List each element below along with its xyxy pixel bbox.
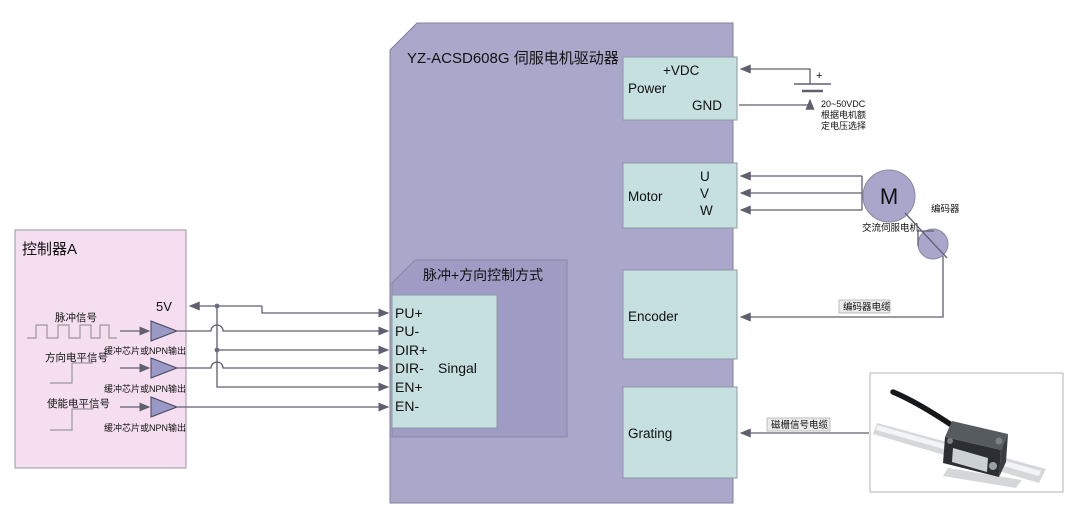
signal-pin-box xyxy=(391,294,498,429)
sensor-screw-right xyxy=(995,437,1003,445)
pin-pu-plus: PU+ xyxy=(395,305,423,321)
grating-port-box xyxy=(622,386,738,479)
controller-title: 控制器A xyxy=(22,241,77,258)
w-pin: W xyxy=(700,203,713,218)
pulse-signal-label: 脉冲信号 xyxy=(55,311,97,324)
sensor-head-top xyxy=(945,421,1008,450)
dir-minus-wire xyxy=(176,361,390,373)
motor-symbol: M xyxy=(880,184,898,209)
direction-signal-label: 方向电平信号 xyxy=(45,351,108,364)
pulse-waveform xyxy=(27,324,117,339)
controller-box xyxy=(14,229,187,469)
enable-signal-label: 使能电平信号 xyxy=(47,397,110,410)
motor-circle xyxy=(862,169,916,223)
sensor-label-patch xyxy=(952,448,988,472)
buffer1-note: 缓冲芯片或NPN输出 xyxy=(104,345,186,356)
power-port-box xyxy=(622,56,738,121)
buffer2-note: 缓冲芯片或NPN输出 xyxy=(104,383,186,394)
grating-cable-tag xyxy=(766,417,831,432)
motor-caption: 交流伺服电机 xyxy=(862,222,920,234)
encoder-cable-tag xyxy=(838,299,891,314)
supply-voltage: 20~50VDC xyxy=(821,99,866,109)
encoder-cable-wire xyxy=(739,256,944,322)
pu-minus-wire xyxy=(176,324,390,336)
buffer2-triangle-icon xyxy=(150,357,179,379)
driver-title: YZ-ACSD608G 伺服电机驱动器 xyxy=(407,50,619,67)
vdc-pin: +VDC xyxy=(663,63,700,78)
sensor-logo xyxy=(989,462,997,470)
gnd-wire xyxy=(739,98,815,110)
5v-bus-to-en-plus xyxy=(216,306,390,392)
encoder-port-box xyxy=(622,269,738,360)
vdc-wire xyxy=(739,64,811,84)
pin-dir-plus: DIR+ xyxy=(395,342,427,358)
encoder-caption: 编码器 xyxy=(931,203,960,215)
controller-5v-label: 5V xyxy=(156,299,172,314)
control-mode-title: 脉冲+方向控制方式 xyxy=(423,267,543,283)
buffer1-triangle-icon xyxy=(150,320,179,342)
motor-encoder-shaft xyxy=(904,212,948,259)
encoder-port-label: Encoder xyxy=(628,309,679,324)
encoder-cable-label: 编码器电缆 xyxy=(843,301,891,313)
signal-label: Singal xyxy=(438,360,477,376)
pin-dir-minus: DIR- xyxy=(395,360,424,376)
junction-dot-5v xyxy=(214,303,220,309)
5v-wire-to-pu-plus xyxy=(261,306,390,318)
sensor-head-side xyxy=(999,434,1008,477)
sensor-cable xyxy=(890,389,956,429)
motor-label: Motor xyxy=(628,189,663,204)
pin-en-plus: EN+ xyxy=(395,379,423,395)
power-label: Power xyxy=(628,81,667,96)
battery-plus-sign: + xyxy=(816,70,822,82)
supply-note-2: 定电压选择 xyxy=(821,120,866,131)
encoder-coupling xyxy=(917,230,934,246)
grating-port-label: Grating xyxy=(628,426,672,441)
buffer3-note: 缓冲芯片或NPN输出 xyxy=(104,422,186,433)
pin-en-minus: EN- xyxy=(395,398,419,414)
direction-waveform xyxy=(50,362,93,384)
v-pin: V xyxy=(700,186,709,201)
sensor-screw-left xyxy=(947,438,953,444)
enable-waveform xyxy=(50,408,93,431)
motor-port-box xyxy=(622,162,738,229)
sensor-shadow xyxy=(943,468,1022,488)
gnd-pin: GND xyxy=(692,98,722,113)
pin-pu-minus: PU- xyxy=(395,323,419,339)
buffer3-triangle-icon xyxy=(150,396,179,418)
grating-cable-label: 磁栅信号电缆 xyxy=(771,419,829,431)
supply-note-1: 根据电机额 xyxy=(821,109,866,120)
grating-sensor-photo xyxy=(869,372,1064,493)
u-pin: U xyxy=(700,169,710,184)
junction-dot-dir xyxy=(214,347,220,353)
